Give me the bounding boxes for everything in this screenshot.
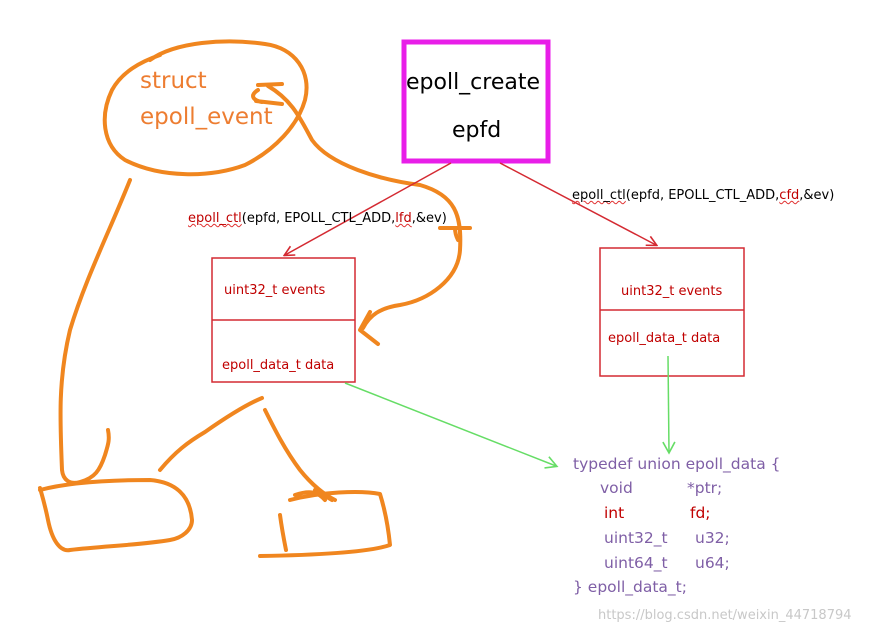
epoll-ctl-call-left: epoll_ctl(epfd, EPOLL_CTL_ADD,lfd,&ev) bbox=[188, 212, 447, 225]
union-close-line: } epoll_data_t; bbox=[573, 578, 687, 596]
right-events-field: uint32_t events bbox=[621, 284, 723, 299]
union-row-void-type: void bbox=[600, 479, 633, 497]
sketch-loop-arrow bbox=[266, 84, 463, 330]
arrow-right-data-to-union bbox=[662, 355, 676, 455]
call-right-args-b: ,&ev) bbox=[799, 188, 835, 203]
sketch-loop-arrow-tip bbox=[358, 310, 380, 346]
sketch-leg-right bbox=[263, 408, 337, 502]
sketch-loop-arrow-head bbox=[251, 82, 284, 106]
call-left-args-b: ,&ev) bbox=[411, 211, 447, 226]
epoll-ctl-call-right: epoll_ctl(epfd, EPOLL_CTL_ADD,cfd,&ev) bbox=[572, 189, 834, 202]
sketch-body-right bbox=[158, 396, 264, 472]
epoll-create-label: epoll_create bbox=[406, 70, 541, 95]
sketch-body-left bbox=[58, 178, 132, 485]
union-row-void-name: *ptr; bbox=[687, 479, 723, 497]
union-row-u64-type: uint64_t bbox=[604, 554, 668, 572]
watermark: https://blog.csdn.net/weixin_44718794 bbox=[598, 608, 852, 623]
union-row-int-name: fd; bbox=[690, 504, 711, 522]
sketch-foot-left bbox=[38, 478, 194, 553]
sketch-label-struct: struct bbox=[140, 68, 207, 94]
union-row-u64-name: u64; bbox=[695, 554, 730, 572]
call-right-fn: epoll_ctl bbox=[572, 188, 626, 203]
call-right-args-a: (epfd, EPOLL_CTL_ADD, bbox=[625, 188, 780, 203]
sketch-foot-right-toe bbox=[313, 488, 334, 502]
sketch-foot-right bbox=[258, 490, 392, 558]
arrow-to-right-struct bbox=[499, 162, 656, 245]
left-data-field: epoll_data_t data bbox=[222, 358, 335, 373]
struct-box-left bbox=[211, 257, 356, 383]
call-left-args-a: (epfd, EPOLL_CTL_ADD, bbox=[241, 211, 396, 226]
union-open-line: typedef union epoll_data { bbox=[573, 455, 781, 473]
right-data-field: epoll_data_t data bbox=[608, 331, 721, 346]
call-right-fd: cfd bbox=[779, 188, 800, 203]
hand-drawn-sketch bbox=[38, 39, 472, 558]
union-row-u32-name: u32; bbox=[695, 529, 730, 547]
epfd-label: epfd bbox=[452, 118, 502, 143]
call-left-fn: epoll_ctl bbox=[188, 211, 242, 226]
arrow-left-data-to-union bbox=[344, 382, 559, 469]
sketch-label-epoll-event: epoll_event bbox=[140, 104, 273, 130]
arrow-to-left-struct bbox=[285, 162, 452, 255]
epoll-create-box bbox=[401, 39, 551, 164]
struct-box-right bbox=[599, 247, 745, 377]
sketch-circle bbox=[102, 39, 309, 177]
union-row-int-type: int bbox=[604, 504, 625, 522]
sketch-underline bbox=[438, 226, 472, 242]
union-row-u32-type: uint32_t bbox=[604, 529, 668, 547]
call-left-fd: lfd bbox=[395, 211, 412, 226]
left-events-field: uint32_t events bbox=[224, 283, 326, 298]
